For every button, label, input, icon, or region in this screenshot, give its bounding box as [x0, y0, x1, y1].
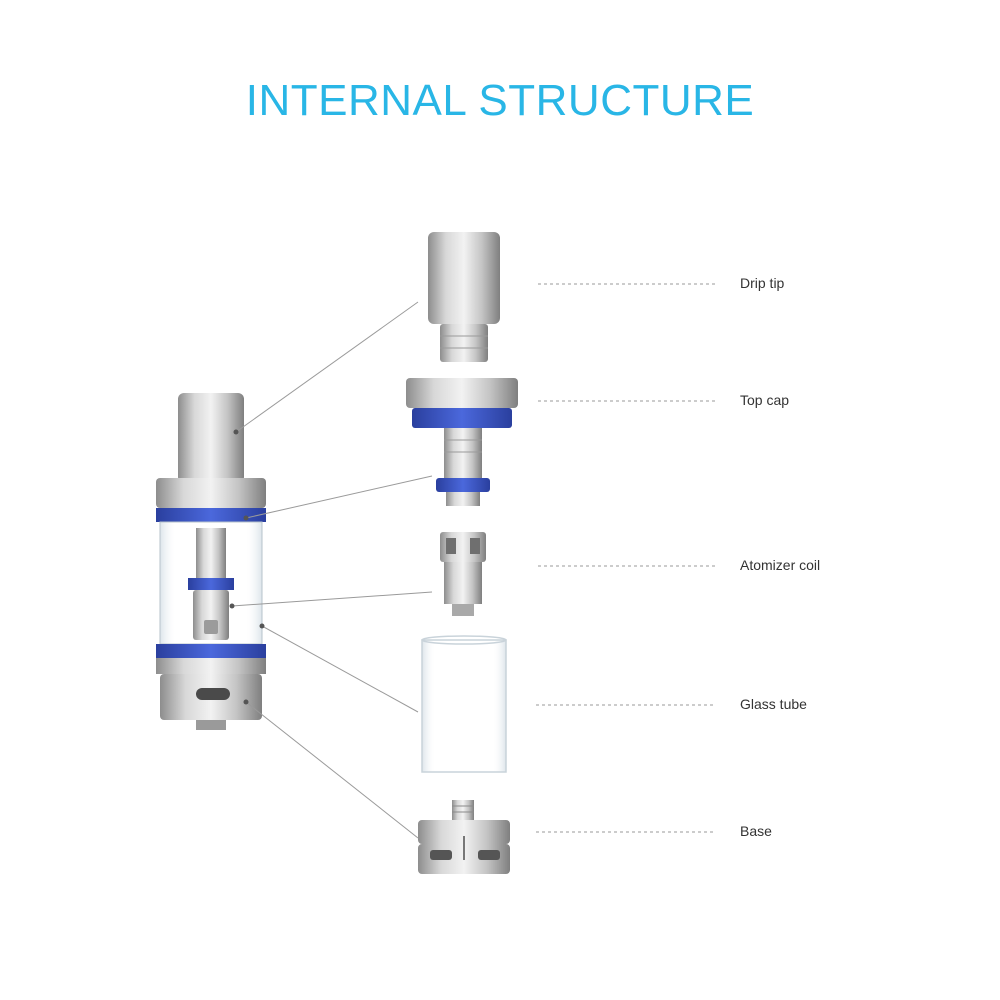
page-title: INTERNAL STRUCTURE: [245, 76, 755, 125]
assembled-tank: [156, 393, 266, 730]
base-part: [418, 800, 510, 874]
label-glass-tube: Glass tube: [740, 696, 807, 712]
label-drip-tip: Drip tip: [740, 275, 785, 291]
glass-tube-part: [421, 635, 507, 773]
leader-dots: [229, 429, 265, 705]
drip-tip-part: [428, 232, 500, 362]
label-base: Base: [740, 823, 772, 839]
atomizer-coil-part: [440, 532, 486, 616]
top-cap-part: [406, 378, 518, 506]
label-top-cap: Top cap: [740, 392, 790, 408]
callout-lines: [536, 283, 718, 833]
leader-lines: [231, 301, 433, 839]
label-atomizer-coil: Atomizer coil: [740, 557, 821, 573]
